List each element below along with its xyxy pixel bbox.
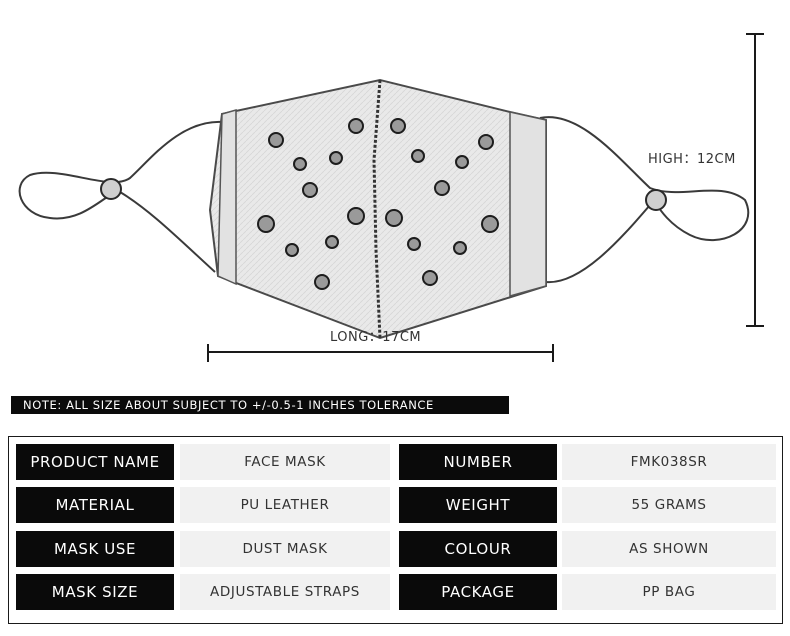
spec-value-material: PU LEATHER	[180, 487, 390, 523]
length-dimension-line	[207, 344, 554, 362]
face-mask-illustration	[18, 33, 764, 362]
length-label: LONG：17CM	[330, 330, 422, 345]
spec-value-mask-use: DUST MASK	[180, 531, 390, 567]
spec-key-colour: COLOUR	[399, 531, 557, 567]
spec-value-colour: AS SHOWN	[562, 531, 776, 567]
spec-value-weight: 55 GRAMS	[562, 487, 776, 523]
spec-key-material: MATERIAL	[16, 487, 174, 523]
spec-table: PRODUCT NAME FACE MASK NUMBER FMK038SR M…	[8, 436, 783, 624]
ear-strap-right	[539, 116, 750, 284]
spec-key-number: NUMBER	[399, 444, 557, 480]
stud-decorations	[257, 118, 499, 290]
spec-value-package: PP BAG	[562, 574, 776, 610]
center-seam	[372, 79, 382, 339]
spec-key-mask-size: MASK SIZE	[16, 574, 174, 610]
spec-key-mask-use: MASK USE	[16, 531, 174, 567]
spec-value-mask-size: ADJUSTABLE STRAPS	[180, 574, 390, 610]
spec-value-product-name: FACE MASK	[180, 444, 390, 480]
spec-value-number: FMK038SR	[562, 444, 776, 480]
height-dimension-line	[746, 33, 764, 327]
mask-body	[208, 78, 547, 340]
ear-strap-left	[18, 120, 223, 273]
strap-adjuster-right	[645, 189, 667, 211]
strap-adjuster-left	[100, 178, 122, 200]
spec-key-weight: WEIGHT	[399, 487, 557, 523]
tolerance-note: NOTE: ALL SIZE ABOUT SUBJECT TO +/-0.5-1…	[11, 396, 509, 414]
height-label: HIGH：12CM	[648, 152, 736, 167]
spec-key-product-name: PRODUCT NAME	[16, 444, 174, 480]
spec-key-package: PACKAGE	[399, 574, 557, 610]
